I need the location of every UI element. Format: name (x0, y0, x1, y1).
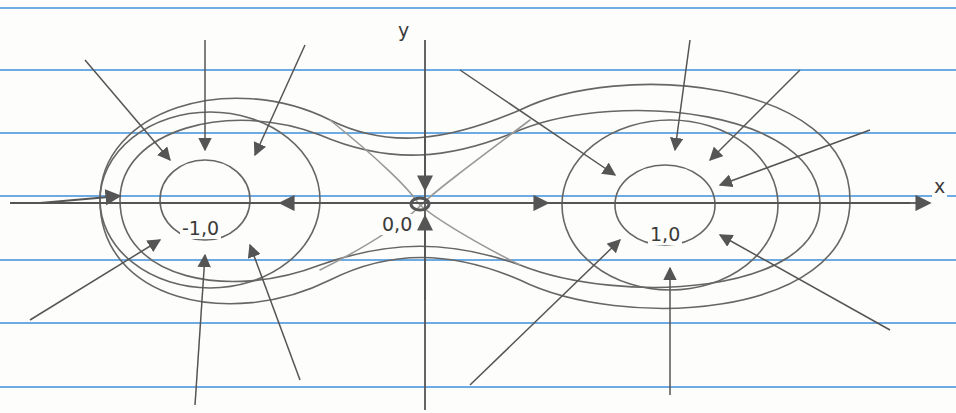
axis-label: x (932, 176, 947, 197)
point-label: 0,0 (380, 214, 414, 235)
ruled-lines (0, 8, 956, 387)
axis-label: y (396, 20, 411, 41)
point-label: -1,0 (180, 218, 221, 239)
axes (10, 40, 930, 410)
trajectories (100, 84, 850, 308)
flow-arrows (30, 40, 890, 405)
point-label: 1,0 (648, 224, 682, 245)
